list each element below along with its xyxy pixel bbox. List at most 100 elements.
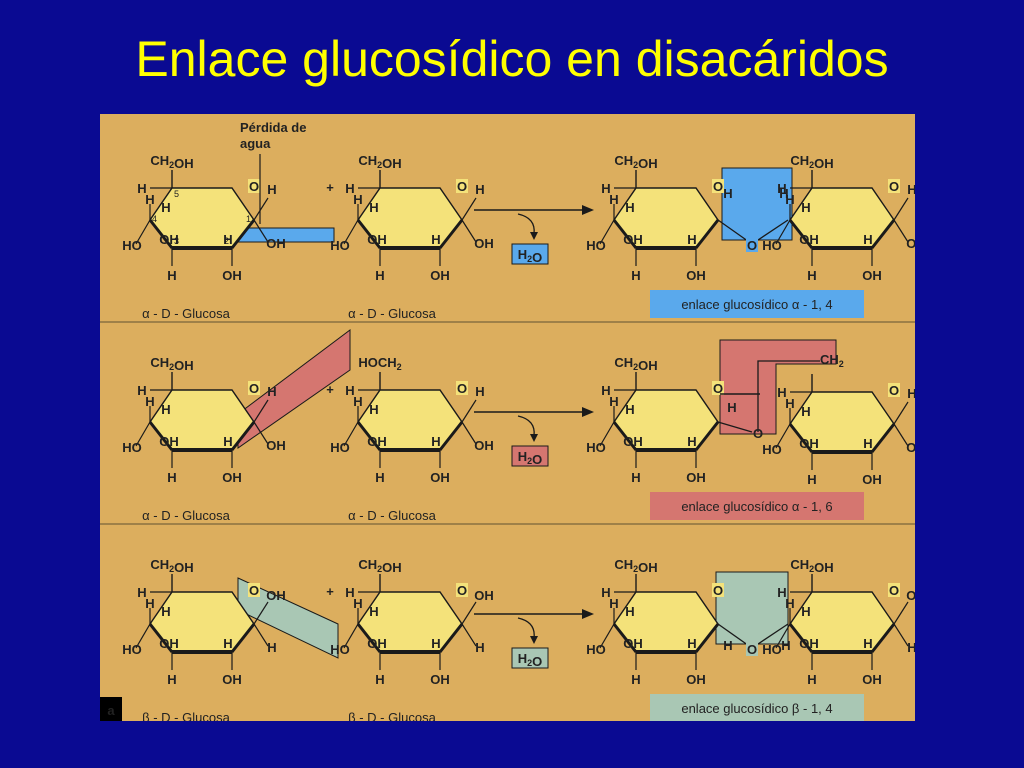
ch2oh-label: HOCH2 [358, 355, 401, 372]
glycosidic-bond-box [719, 339, 837, 435]
bond-line [253, 421, 269, 445]
oh-label: OH [430, 470, 450, 485]
oh-label: OH [799, 636, 819, 651]
bond-line [599, 219, 615, 245]
oh-label: OH [623, 232, 643, 247]
h-label: H [631, 470, 640, 485]
ring-front-bond [148, 421, 174, 451]
h-label: H [609, 192, 618, 207]
ho-label: HO [586, 440, 606, 455]
panel-letter: a [107, 703, 115, 718]
arrow-head [582, 205, 594, 215]
bond-line [775, 219, 791, 245]
h-label: H [353, 192, 362, 207]
bond-line [253, 197, 269, 221]
ring-oxygen: O [713, 179, 723, 194]
bond-line [893, 623, 909, 647]
bond-label-box [650, 694, 864, 721]
h-label: H [777, 181, 786, 196]
water-curve [517, 415, 535, 437]
ring-oxygen-bg [712, 381, 724, 395]
ring-oxygen: O [457, 179, 467, 194]
bond-line [461, 623, 477, 647]
h-label: H [785, 396, 794, 411]
carbon-number: 5 [174, 189, 179, 199]
h-label: H [137, 585, 146, 600]
h-label: H [369, 200, 378, 215]
ho-label: HO [330, 238, 350, 253]
ho-label: HO [330, 642, 350, 657]
ch2oh-label: CH2OH [150, 355, 193, 373]
h-label: H [625, 200, 634, 215]
oh-label: OH [159, 232, 179, 247]
bond-line [461, 421, 477, 445]
bond-line [717, 421, 753, 433]
ring-front-bond [438, 219, 464, 249]
h-label: H [161, 604, 170, 619]
bond-line [893, 197, 909, 221]
ring-oxygen-bg [888, 179, 900, 193]
bond-line [461, 399, 477, 423]
h-label: H [907, 386, 915, 401]
bond-line [135, 219, 151, 245]
water-box [511, 243, 549, 265]
bond-line [253, 623, 269, 647]
h-label: H [785, 596, 794, 611]
bond-line [135, 623, 151, 649]
h-label: H [353, 596, 362, 611]
product-right-ring: OHHHOHOHHOHHHOH [762, 374, 915, 487]
h-label: H [807, 472, 816, 487]
bond-line [775, 423, 791, 449]
oh-label: OH [623, 636, 643, 651]
water-loss-parallelogram [237, 577, 339, 659]
h-label: H [137, 383, 146, 398]
ring-front-bond [694, 421, 720, 451]
oh-label: OH [862, 672, 882, 687]
h-label: H [807, 672, 816, 687]
h-label: H [475, 182, 484, 197]
h-label: H [631, 268, 640, 283]
ring-front-bond [230, 219, 256, 249]
oh-label: OH [474, 588, 494, 603]
ring-front-bond [438, 623, 464, 653]
bond-label: enlace glucosídico α - 1, 6 [681, 499, 832, 514]
ch2oh-label: CH2OH [150, 557, 193, 575]
oh-label: OH [367, 232, 387, 247]
ring-front-bond [438, 421, 464, 451]
carbon-number: 3 [174, 236, 179, 246]
water-curve [517, 617, 535, 639]
h-label: H [345, 585, 354, 600]
ch2-bond [757, 360, 820, 432]
ring-front-bond [788, 219, 814, 249]
h-label: H [369, 402, 378, 417]
ring-oxygen: O [889, 583, 899, 598]
oh-label: OH [862, 472, 882, 487]
ring-oxygen: O [249, 381, 259, 396]
bond-line [343, 219, 359, 245]
ring-front-bond [612, 219, 638, 249]
ho-label: HO [122, 238, 142, 253]
h-label: H [145, 596, 154, 611]
bond-line [599, 421, 615, 447]
h-label: H [801, 604, 810, 619]
h-label: H [601, 181, 610, 196]
bridge-oxygen: O [747, 642, 757, 657]
h-label: H [167, 672, 176, 687]
bond-line [461, 219, 477, 243]
ring-front-bond [788, 423, 814, 453]
h-label: H [601, 585, 610, 600]
h-label: H [777, 385, 786, 400]
oh-label: OH [686, 268, 706, 283]
ring-oxygen-bg [248, 583, 260, 597]
oh-label: OH [222, 672, 242, 687]
h-label: H [475, 640, 484, 655]
h-label: H [167, 268, 176, 283]
ch2oh-label: CH2OH [790, 153, 833, 171]
oh-label: OH [862, 268, 882, 283]
ho-label: HO [586, 238, 606, 253]
h-label: H [723, 186, 732, 201]
ch2oh-label: CH2OH [614, 153, 657, 171]
